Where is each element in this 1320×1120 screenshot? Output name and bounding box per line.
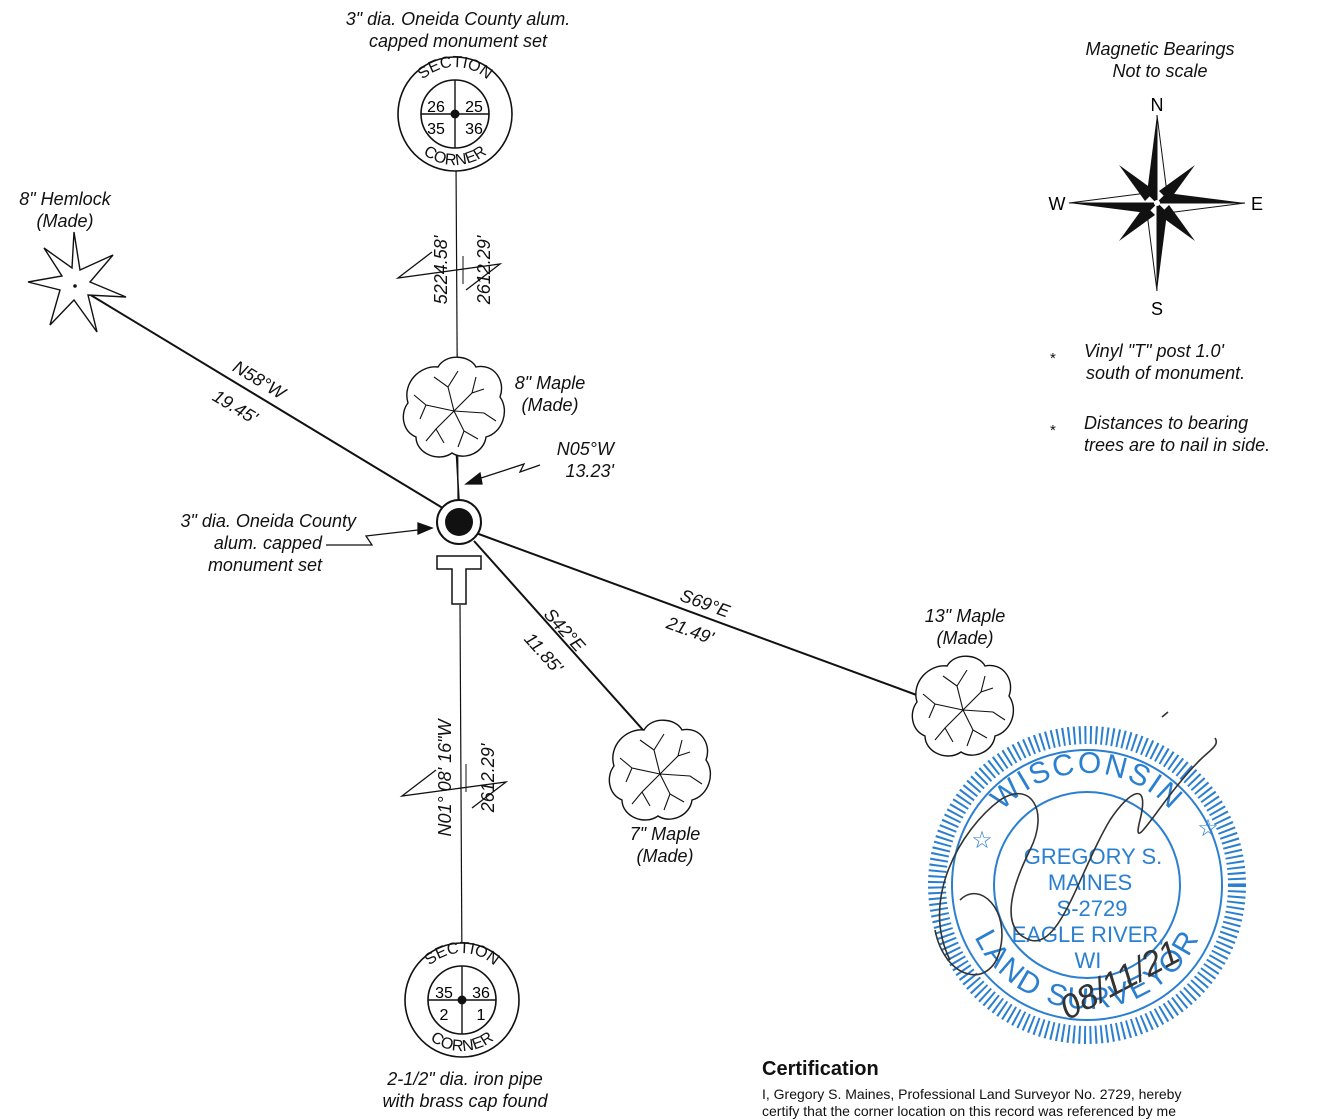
- quadrant-sw-south: 2: [440, 1007, 449, 1024]
- maple13-label: 13" Maple (Made): [905, 605, 1025, 649]
- maple8-tie-distance: 13.23': [565, 461, 614, 481]
- hemlock-tree-icon: [27, 231, 127, 333]
- hemlock-label-line2: (Made): [36, 211, 94, 231]
- line-break-symbols: [395, 251, 509, 809]
- note-2: * Distances to bearing trees are to nail…: [1050, 412, 1270, 456]
- compass-e: E: [1251, 194, 1263, 214]
- quadrant-se-south: 1: [477, 1007, 486, 1024]
- svg-text:WISCONSIN: WISCONSIN: [985, 747, 1190, 817]
- compass-rose-icon: N S E W: [1049, 95, 1264, 319]
- maple8-tie-label: N05°W 13.23': [520, 438, 614, 482]
- south-corner-label-line1: 2-1/2" dia. iron pipe: [387, 1069, 543, 1089]
- hemlock-distance: 19.45': [209, 386, 261, 428]
- north-corner-label-line2: capped monument set: [368, 31, 548, 51]
- quadrant-se-north: 36: [465, 121, 483, 138]
- monument-label-line1: 3" dia. Oneida County: [180, 511, 357, 531]
- seal-state: WI: [1075, 948, 1102, 973]
- corner-point-north: [450, 109, 460, 119]
- maple8-tie-bearing: N05°W: [556, 439, 614, 459]
- north-corner-label-line1: 3" dia. Oneida County alum.: [345, 9, 571, 29]
- compass-n: N: [1151, 95, 1164, 115]
- seal-star-right-icon: ☆: [1197, 815, 1219, 842]
- quadrant-sw-north: 35: [427, 121, 445, 138]
- certification-body: I, Gregory S. Maines, Professional Land …: [762, 1086, 1320, 1120]
- south-line-bearing: N01° 08' 16"W: [435, 717, 455, 836]
- survey-lines: [83, 161, 923, 973]
- hemlock-label: 8" Hemlock (Made): [0, 188, 130, 232]
- section-corner-north-symbol: SECTION CORNER 26 25 35 36: [397, 54, 513, 172]
- north-line-distance-half: 2612.29': [474, 235, 494, 305]
- corner-point-south: [457, 995, 467, 1005]
- seal-name-line2: MAINES: [1048, 870, 1132, 895]
- north-corner-label: 3" dia. Oneida County alum. capped monum…: [318, 8, 598, 52]
- maple7-label-line1: 7" Maple: [629, 824, 701, 844]
- maple8-label-line1: 8" Maple: [514, 373, 586, 393]
- monument-label: 3" dia. Oneida County alum. capped monum…: [104, 510, 357, 576]
- seal-license: S-2729: [1057, 896, 1128, 921]
- seal-top-text: WISCONSIN: [985, 747, 1188, 817]
- maple8-label-line2: (Made): [521, 395, 579, 415]
- maple8-tree-icon: [402, 356, 505, 458]
- south-line-distance-half: 2612.29': [478, 743, 498, 813]
- monument-label-line3: monument set: [207, 555, 322, 575]
- south-corner-label: 2-1/2" dia. iron pipe with brass cap fou…: [350, 1068, 580, 1112]
- quadrant-nw-south: 35: [435, 985, 453, 1002]
- note-1-line1: Vinyl "T" post 1.0': [1084, 341, 1224, 361]
- label-leaders: [326, 462, 541, 546]
- compass-title: Magnetic Bearings Not to scale: [1060, 38, 1260, 82]
- maple13-tree-icon: [911, 655, 1014, 757]
- compass-s: S: [1151, 299, 1163, 319]
- quadrant-ne-north: 25: [465, 99, 483, 116]
- monument-symbol: [436, 499, 482, 545]
- leader-n05w: [477, 462, 541, 480]
- surveyor-seal-stamp: WISCONSIN LAND SURVEYOR ☆ ☆ GREGORY S. M…: [928, 711, 1246, 1044]
- south-corner-label-line2: with brass cap found: [382, 1091, 548, 1111]
- monument-label-line2: alum. capped: [213, 533, 322, 553]
- seal-star-left-icon: ☆: [971, 827, 993, 854]
- maple8-label: 8" Maple (Made): [500, 372, 600, 416]
- break-symbol-north: [395, 251, 503, 291]
- maple7-tree-icon: [608, 719, 711, 821]
- note-1: * Vinyl "T" post 1.0' south of monument.: [1050, 340, 1245, 384]
- break-symbol-south: [399, 769, 509, 809]
- compass-title-line1: Magnetic Bearings: [1085, 39, 1235, 59]
- certification-title: Certification: [762, 1058, 879, 1080]
- note-2-line1: Distances to bearing: [1084, 413, 1249, 433]
- note-2-line2: trees are to nail in side.: [1084, 435, 1271, 455]
- tie-line-maple13: [475, 532, 923, 698]
- north-line-distance-total: 5224.58': [431, 235, 451, 304]
- note-1-line2: south of monument.: [1086, 363, 1246, 383]
- tie-line-maple7: [473, 540, 644, 731]
- note-2-bullet: *: [1050, 422, 1056, 439]
- arrowhead-monument: [417, 522, 434, 535]
- handwritten-signature: [934, 711, 1218, 976]
- quadrant-nw-north: 26: [427, 99, 445, 116]
- leader-monument: [326, 529, 419, 546]
- t-post-icon: [436, 555, 482, 605]
- section-corner-south-symbol: SECTION CORNER 35 36 2 1: [404, 940, 520, 1058]
- hemlock-label-line1: 8" Hemlock: [19, 189, 111, 209]
- maple13-label-line2: (Made): [936, 628, 994, 648]
- certification-body-line1: I, Gregory S. Maines, Professional Land …: [762, 1086, 1182, 1102]
- compass-w: W: [1049, 194, 1066, 214]
- note-1-bullet: *: [1050, 350, 1056, 367]
- maple7-label: 7" Maple (Made): [610, 823, 720, 867]
- tie-line-hemlock: [83, 290, 447, 511]
- certification-body-line2: certify that the corner location on this…: [762, 1103, 1176, 1119]
- maple13-label-line1: 13" Maple: [924, 606, 1006, 626]
- compass-title-line2: Not to scale: [1112, 61, 1208, 81]
- seal-tick-ring: [928, 726, 1246, 1044]
- seal-city: EAGLE RIVER,: [1012, 922, 1165, 947]
- seal-name-line1: GREGORY S.: [1024, 844, 1163, 869]
- maple7-label-line2: (Made): [636, 846, 694, 866]
- quadrant-ne-south: 36: [472, 985, 490, 1002]
- arrowhead-n05w: [464, 471, 483, 485]
